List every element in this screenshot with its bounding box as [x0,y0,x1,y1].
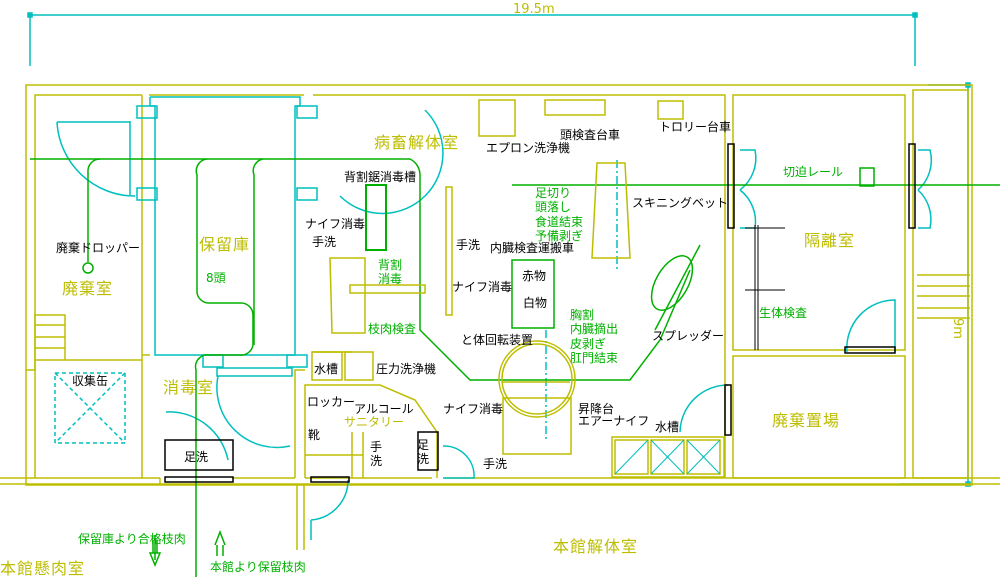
height-dimension-label: 9m [950,318,965,339]
label-lift-platform: 昇降台 [578,402,615,416]
label-hand-wash-3-b: 洗 [370,454,383,469]
label-foot-wash-1: 足洗 [184,450,209,464]
label-back-split: 背割 [378,258,403,272]
label-head-inspection-cart: 頭検査台車 [560,128,621,142]
room-isolation: 隔離室 [804,231,856,250]
flow-note-from-holding: 保留庫より合格枝肉 [78,532,186,546]
label-carcass-rotator: と体回転装置 [461,333,534,347]
width-dimension-label: 19.5m [513,2,555,17]
label-white-offal: 白物 [523,296,548,310]
label-knife-sterilize-2: ナイフ消毒 [452,280,513,294]
label-hand-wash-3-a: 手 [370,440,383,454]
step-brisket-split: 胸割 [570,308,595,322]
label-collection-can: 収集缶 [72,374,109,388]
label-foot-wash-3: 足洗 [417,438,429,467]
label-hand-wash-4: 手洗 [483,457,508,471]
label-process-steps-2: 胸割 内臓摘出 皮剥ぎ 肛門結束 [570,308,618,366]
door-frames [164,143,916,483]
label-apron-washer: エプロン洗浄機 [486,141,571,155]
label-hand-wash-2: 手洗 [456,238,481,252]
label-pressure-washer: 圧力洗浄機 [376,362,437,376]
room-main-hanging: 本館懸肉室 [0,559,86,578]
label-air-knife: エアーナイフ [578,414,650,428]
label-process-steps-1: 足切り 頭落し 食道結束 予備剥ぎ [535,186,583,244]
label-sterilize: 消毒 [378,272,403,287]
step-skinning: 皮剥ぎ [570,336,607,351]
label-carcass-inspection: 枝肉検査 [368,322,417,336]
label-foot-wash-3-a: 足 [417,438,430,452]
label-disposal-dropper: 廃棄ドロッパー [56,241,141,255]
label-saw-sterilizer: 背割鋸消毒槽 [344,170,417,184]
label-knife-sterilize-3: ナイフ消毒 [443,402,504,416]
label-locker: ロッカー [307,395,356,409]
room-main-slaughter: 本館解体室 [553,537,639,556]
label-viscera-cart: 内臓検査運搬車 [490,241,575,255]
walls [0,84,1000,550]
label-knife-sterilize-1: ナイフ消毒 [305,217,366,231]
room-disposal: 廃棄室 [62,279,114,298]
rail-lines [30,158,1000,577]
label-sanitary: サニタリー [344,415,405,429]
label-foot-wash-3-b: 洗 [417,452,430,467]
holding-room-frame [54,96,933,540]
flow-note-from-main: 本館より保留枝肉 [210,560,306,574]
label-back-split-sterilize: 背割消毒 [378,258,402,287]
label-holding-count: 8頭 [206,271,226,285]
step-head-drop: 頭落し [535,200,572,215]
step-esophagus-tie: 食道結束 [535,214,584,229]
label-spreader: スプレッダー [652,329,725,343]
room-holding: 保留庫 [199,235,251,254]
tank-crosses [614,439,721,475]
label-water-tank-2: 水槽 [655,420,680,434]
room-disinfection: 消毒室 [163,378,215,397]
label-transfer-rail: 切迫レール [783,165,844,179]
label-hand-wash-3: 手洗 [370,440,382,469]
step-anus-tie: 肛門結束 [570,351,619,366]
label-skinning-bed: スキニングベット [632,196,729,210]
step-pre-skinning: 予備剥ぎ [535,229,584,244]
label-water-tank-1: 水槽 [314,362,339,376]
label-boots: 靴 [308,428,321,442]
room-waste-storage: 廃棄置場 [772,411,841,430]
step-foot-cut: 足切り [535,186,572,200]
label-alcohol: アルコール [354,402,414,416]
label-hand-wash-1: 手洗 [312,235,337,249]
step-evisceration: 内臓摘出 [570,322,619,337]
label-trolley-cart: トロリー台車 [659,120,732,134]
label-red-offal: 赤物 [522,269,547,283]
equipment-outlines [329,99,684,471]
label-live-inspection: 生体検査 [759,306,808,320]
room-diseased-slaughter: 病畜解体室 [374,133,460,152]
